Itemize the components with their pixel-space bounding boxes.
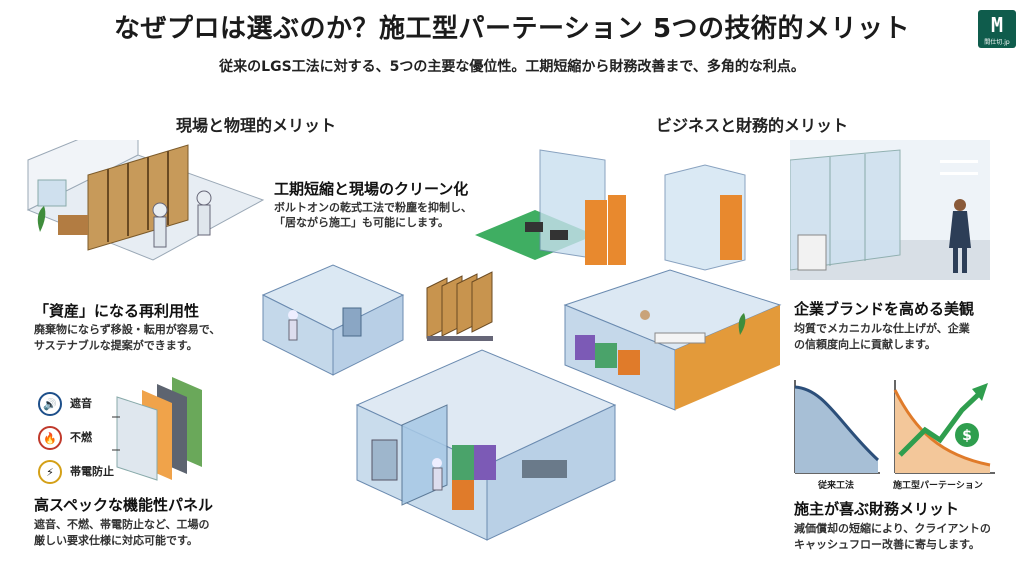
- clean-room-illustration: [261, 264, 405, 376]
- merit-brand-title: 企業ブランドを高める美観: [794, 300, 975, 318]
- merit-reuse-title: 「資産」になる再利用性: [34, 302, 200, 320]
- right-section-title: ビジネスと財務的メリット: [656, 116, 849, 135]
- feature-fireproof-label: 不燃: [70, 431, 92, 444]
- financial-comparison-illustration: $: [794, 380, 995, 474]
- merit-finance-line2: キャッシュフロー改善に寄与します。: [794, 538, 980, 551]
- feature-antistatic-label: 帯電防止: [70, 465, 114, 478]
- merit-reuse-line2: サステナブルな提案ができます。: [34, 339, 198, 352]
- no-fire-icon: 🔥: [38, 426, 62, 450]
- merit-brand-line2: の信頼度向上に貢献します。: [794, 338, 936, 351]
- merit-panel-line2: 厳しい要求仕様に対応可能です。: [34, 534, 198, 547]
- merit-brand-line1: 均質でメカニカルな仕上げが、企業: [794, 322, 970, 335]
- page-subtitle: 従来のLGS工法に対する、5つの主要な優位性。工期短縮から財務改善まで、多角的な…: [219, 59, 805, 75]
- speaker-icon: 🔊: [38, 392, 62, 416]
- chart-left-label: 従来工法: [818, 481, 855, 491]
- office-pods-illustration: [475, 149, 746, 271]
- merit-clean-title: 工期短縮と現場のクリーン化: [274, 180, 469, 198]
- meeting-room-illustration: [563, 269, 782, 411]
- merit-finance-title: 施主が喜ぶ財務メリット: [794, 500, 960, 518]
- dollar-icon: $: [962, 428, 972, 444]
- merit-clean-line2: 「居ながら施工」も可能にします。: [274, 216, 449, 229]
- lightning-icon: ⚡: [38, 460, 62, 484]
- logo-mark-icon: M: [990, 13, 1004, 37]
- merit-clean-line1: ボルトオンの乾式工法で粉塵を抑制し、: [274, 201, 472, 214]
- merit-finance-line1: 減価償却の短縮により、クライアントの: [794, 522, 991, 535]
- merit-panel-title: 高スペックな機能性パネル: [34, 496, 213, 514]
- construction-site-illustration: [26, 140, 265, 261]
- logo-text: 間仕切.jp: [984, 39, 1010, 46]
- merit-panel-line1: 遮音、不燃、帯電防止など、工場の: [34, 518, 210, 531]
- logo[interactable]: M 間仕切.jp: [978, 10, 1016, 48]
- office-corridor-illustration: [790, 140, 990, 280]
- factory-floor-illustration: [355, 349, 617, 541]
- left-section-title: 現場と物理的メリット: [176, 116, 337, 135]
- feature-soundproof-label: 遮音: [70, 397, 92, 410]
- chart-right-label: 施工型パーテーション: [893, 481, 983, 491]
- page-title: なぜプロは選ぶのか？施工型パーテーション 5つの技術的メリット: [113, 14, 911, 44]
- layered-panel-illustration: [112, 377, 202, 481]
- panel-stack-illustration: [426, 271, 493, 341]
- merit-reuse-line1: 廃棄物にならず移設・転用が容易で、: [34, 323, 221, 336]
